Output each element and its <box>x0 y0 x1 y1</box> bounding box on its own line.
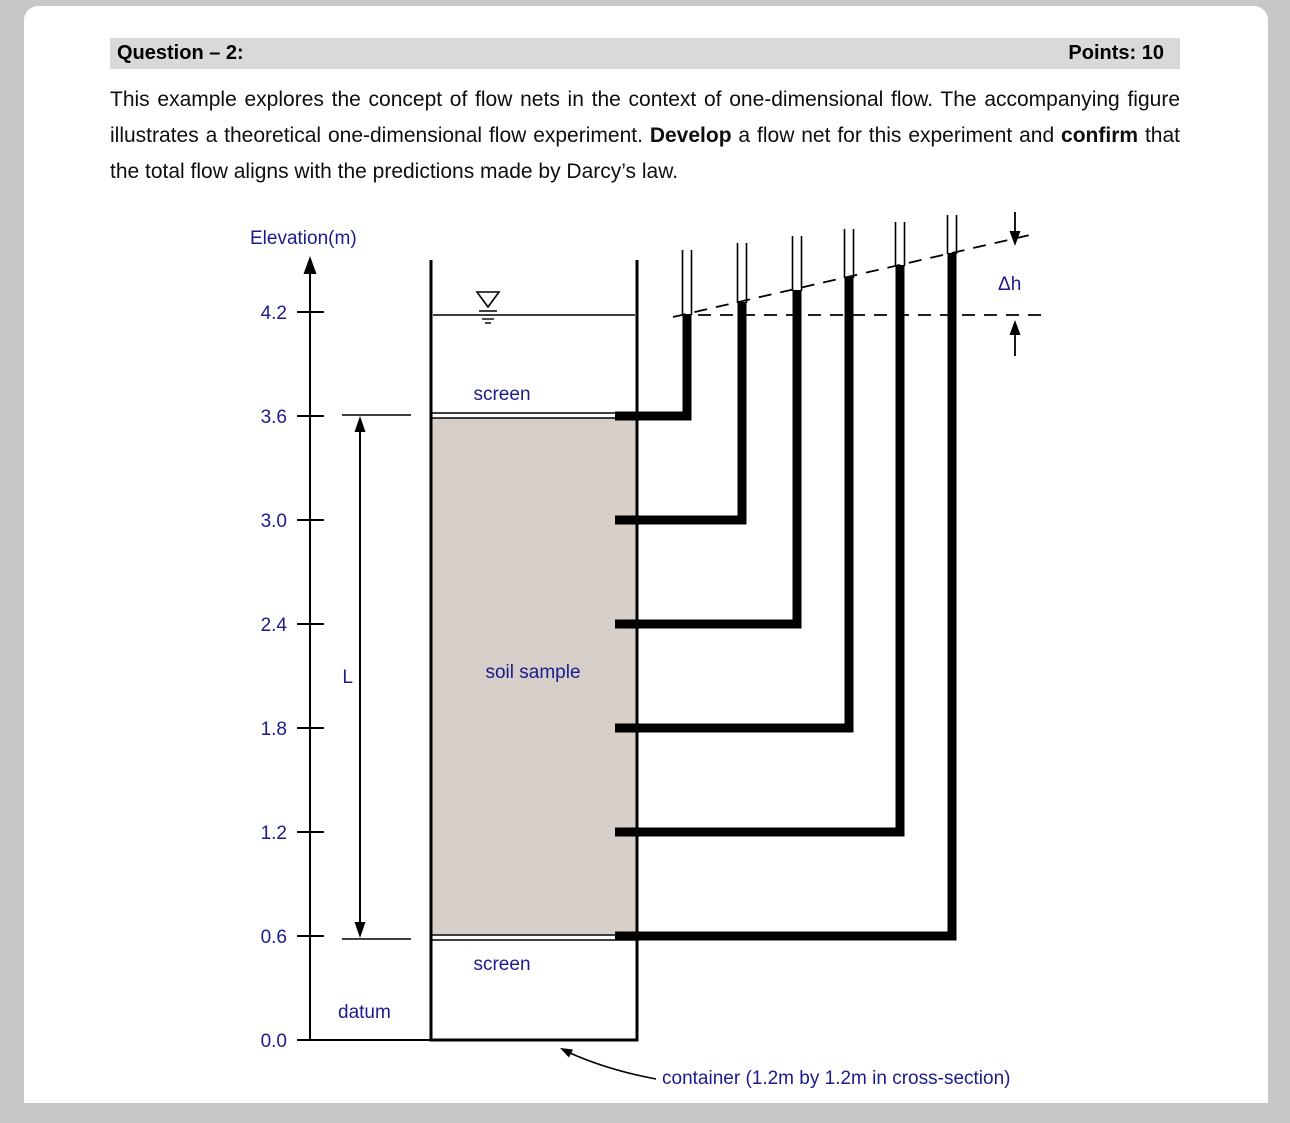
up-arrow-icon <box>1009 320 1021 335</box>
document-page: Question – 2: Points: 10 This example ex… <box>24 6 1268 1103</box>
question-text-part1: This example explores the concept of flo… <box>110 88 1180 147</box>
length-dimension: L <box>342 414 411 940</box>
axis-tick-label: 0.0 <box>261 1031 287 1052</box>
axis-tick-label: 4.2 <box>261 303 287 324</box>
top-screen: screen <box>432 384 636 419</box>
delta-h-annotation: Δh <box>998 212 1021 356</box>
down-arrow-icon <box>1009 231 1021 246</box>
leader-arrowhead-icon <box>560 1048 573 1058</box>
axis-tick-label: 1.2 <box>261 823 287 844</box>
piezometer-tube <box>615 215 958 941</box>
question-text-bold1: Develop <box>649 124 732 147</box>
question-text-part2: a flow net for this experiment and <box>731 124 1062 147</box>
container-outline <box>429 260 639 1042</box>
bottom-screen: screen <box>432 934 636 975</box>
question-text: This example explores the concept of flo… <box>110 82 1180 190</box>
points-label: Points: 10 <box>1068 42 1164 64</box>
axis-tick-label: 0.6 <box>261 927 287 948</box>
soil-sample-region <box>432 418 636 934</box>
piezometer-tube <box>615 229 855 733</box>
axis-title: Elevation(m) <box>250 228 357 249</box>
piezometer-tube <box>615 236 803 629</box>
soil-sample-label: soil sample <box>485 662 580 683</box>
container-leader-line <box>569 1052 657 1080</box>
dimension-arrowhead-icon <box>354 416 366 432</box>
flow-experiment-figure: Elevation(m) 4.2 3.6 3.0 2.4 1.8 1.2 0.6… <box>250 212 1044 1089</box>
soil-sample: soil sample <box>432 418 636 934</box>
question-header: Question – 2: Points: 10 <box>110 38 1180 69</box>
axis-arrowhead-icon <box>303 256 317 274</box>
axis-tick-label: 1.8 <box>261 719 287 740</box>
bottom-screen-label: screen <box>473 954 530 975</box>
top-screen-label: screen <box>473 384 530 405</box>
container-callout: container (1.2m by 1.2m in cross-section… <box>560 1048 1010 1089</box>
piezometer-tube <box>615 243 748 525</box>
axis-tick-label: 3.6 <box>261 407 287 428</box>
axis-tick-label: 3.0 <box>261 511 287 532</box>
dimension-arrowhead-icon <box>354 922 366 938</box>
delta-h-label: Δh <box>998 274 1021 295</box>
water-level-triangle-icon <box>475 291 501 309</box>
length-label: L <box>342 667 353 688</box>
head-dashed-line <box>672 234 1044 318</box>
elevation-axis: Elevation(m) 4.2 3.6 3.0 2.4 1.8 1.2 0.6… <box>250 228 431 1052</box>
container-label: container (1.2m by 1.2m in cross-section… <box>662 1068 1010 1089</box>
question-text-bold2: confirm <box>1061 124 1139 147</box>
axis-tick-label: 2.4 <box>261 615 288 636</box>
question-number: Question – 2: <box>117 42 244 64</box>
datum-label: datum <box>338 1002 391 1023</box>
piezometer-tube <box>615 222 906 837</box>
water-surface-marker <box>433 291 635 324</box>
question-text-part3: that the total flow aligns with the pred… <box>110 124 1180 183</box>
piezometer-tube <box>615 250 693 421</box>
